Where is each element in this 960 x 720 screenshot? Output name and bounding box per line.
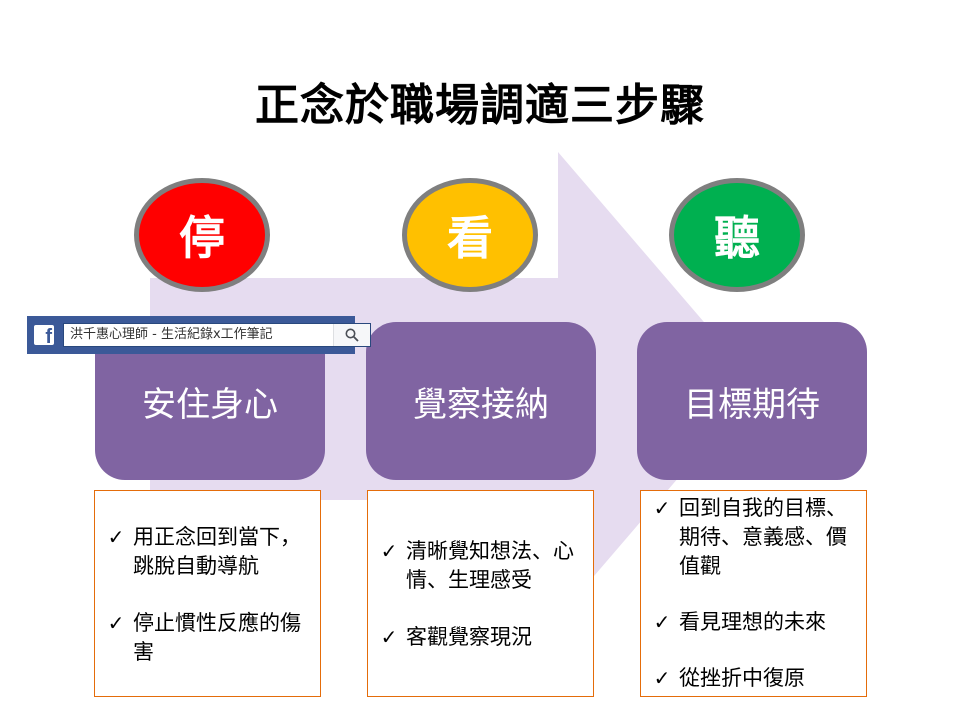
list-item: ✓ 停止慣性反應的傷害 — [105, 609, 314, 667]
search-input-text: 洪千惠心理師 - 生活紀錄x工作筆記 — [70, 327, 273, 342]
stop-circle: 停 — [134, 178, 270, 292]
list-item: ✓ 從挫折中復原 — [651, 664, 860, 693]
step-box-aware: 覺察接納 — [366, 322, 596, 480]
listen-circle: 聽 — [669, 178, 805, 292]
list-item: ✓ 客觀覺察現況 — [378, 623, 587, 652]
check-icon: ✓ — [107, 611, 125, 635]
list-item: ✓ 回到自我的目標、期待、意義感、價值觀 — [651, 494, 860, 581]
look-circle: 看 — [402, 178, 538, 292]
page-title: 正念於職場調適三步驟 — [255, 80, 705, 131]
check-icon: ✓ — [380, 625, 398, 649]
search-icon — [345, 328, 359, 342]
list-item-text: 停止慣性反應的傷害 — [133, 611, 301, 664]
list-item-text: 看見理想的未來 — [679, 610, 826, 634]
facebook-search-bar: f 洪千惠心理師 - 生活紀錄x工作筆記 — [27, 316, 371, 354]
check-icon: ✓ — [653, 610, 671, 634]
check-icon: ✓ — [107, 525, 125, 549]
detail-box-goal: ✓ 回到自我的目標、期待、意義感、價值觀 ✓ 看見理想的未來 ✓ 從挫折中復原 — [640, 490, 867, 697]
list-item: ✓ 看見理想的未來 — [651, 608, 860, 637]
list-item-text: 清晰覺知想法、心情、生理感受 — [406, 539, 574, 592]
detail-box-settle: ✓ 用正念回到當下，跳脫自動導航 ✓ 停止慣性反應的傷害 — [94, 490, 321, 697]
check-icon: ✓ — [653, 496, 671, 520]
list-item-text: 回到自我的目標、期待、意義感、價值觀 — [679, 496, 847, 578]
search-button[interactable] — [333, 324, 370, 346]
list-item-text: 用正念回到當下，跳脫自動導航 — [133, 525, 301, 578]
detail-box-aware: ✓ 清晰覺知想法、心情、生理感受 ✓ 客觀覺察現況 — [367, 490, 594, 697]
list-item: ✓ 用正念回到當下，跳脫自動導航 — [105, 523, 314, 581]
search-input[interactable]: 洪千惠心理師 - 生活紀錄x工作筆記 — [63, 323, 371, 347]
step-box-goal: 目標期待 — [637, 322, 867, 480]
list-item-text: 從挫折中復原 — [679, 666, 805, 690]
check-icon: ✓ — [380, 539, 398, 563]
check-icon: ✓ — [653, 666, 671, 690]
list-item-text: 客觀覺察現況 — [406, 625, 532, 649]
facebook-icon[interactable]: f — [34, 325, 54, 345]
list-item: ✓ 清晰覺知想法、心情、生理感受 — [378, 537, 587, 595]
